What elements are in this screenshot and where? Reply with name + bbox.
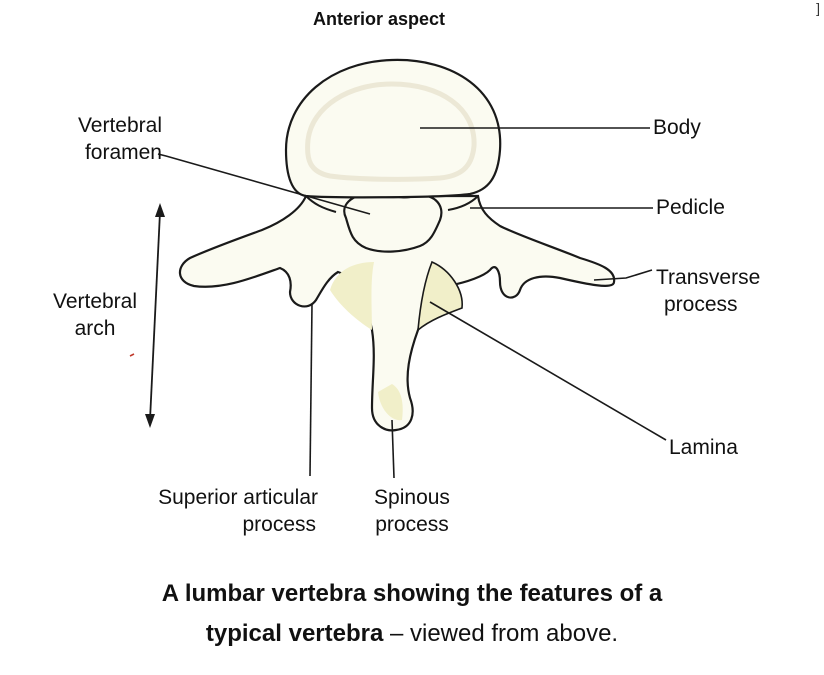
pedicle-right-curve <box>447 195 479 211</box>
label-spinous-process: Spinous process <box>370 484 454 538</box>
label-lamina: Lamina <box>669 436 738 459</box>
leader-spinous <box>391 419 395 479</box>
leader-transverse <box>593 269 653 281</box>
lamina-shading-left <box>330 262 374 330</box>
heading-anterior-aspect: Anterior aspect <box>313 9 446 29</box>
leader-foramen <box>157 153 371 215</box>
label-foramen-line2: foramen <box>84 141 162 164</box>
pedicle-left-curve <box>305 195 337 213</box>
label-arch-line1: Vertebral <box>52 290 138 313</box>
label-superior-articular-process: Superior articular process <box>100 484 318 538</box>
corner-mark: ] <box>816 0 820 16</box>
label-foramen-line1: Vertebral <box>77 114 162 137</box>
arch-arrow-shaft <box>149 211 161 421</box>
vertebral-body-rim <box>305 81 477 182</box>
label-body: Body <box>653 116 701 139</box>
caption-bold-1: A lumbar vertebra showing the features o… <box>161 580 663 607</box>
label-superior-line2: process <box>242 513 316 536</box>
lamina-shading-right <box>417 260 463 332</box>
label-transverse-process: Transverse process <box>656 264 760 318</box>
spinous-shading <box>378 384 403 421</box>
label-spinous-line1: Spinous <box>374 486 450 509</box>
caption-bold-2: typical vertebra <box>205 620 384 647</box>
figure-caption: A lumbar vertebra showing the features o… <box>0 574 824 654</box>
vertebral-arch-shape <box>178 194 616 432</box>
label-transverse-line1: Transverse <box>656 266 761 289</box>
arch-arrow-head-down <box>145 414 155 428</box>
label-arch-line2: arch <box>74 317 116 340</box>
label-spinous-line2: process <box>375 513 449 536</box>
leader-superior-articular <box>309 303 313 477</box>
caption-rest: – viewed from above. <box>383 620 619 647</box>
caption-line1: A lumbar vertebra showing the features o… <box>0 574 824 614</box>
label-superior-line1: Superior articular <box>158 486 318 509</box>
vertebral-foramen-shape <box>343 192 443 253</box>
label-vertebral-arch: Vertebral arch <box>40 288 150 342</box>
arch-arrow-head-up <box>155 203 165 217</box>
leader-lamina <box>429 301 667 441</box>
label-pedicle: Pedicle <box>656 196 725 219</box>
label-transverse-line2: process <box>664 293 738 316</box>
stray-mark <box>129 353 135 357</box>
caption-line2: typical vertebra – viewed from above. <box>0 614 824 654</box>
label-vertebral-foramen: Vertebral foramen <box>60 112 162 166</box>
